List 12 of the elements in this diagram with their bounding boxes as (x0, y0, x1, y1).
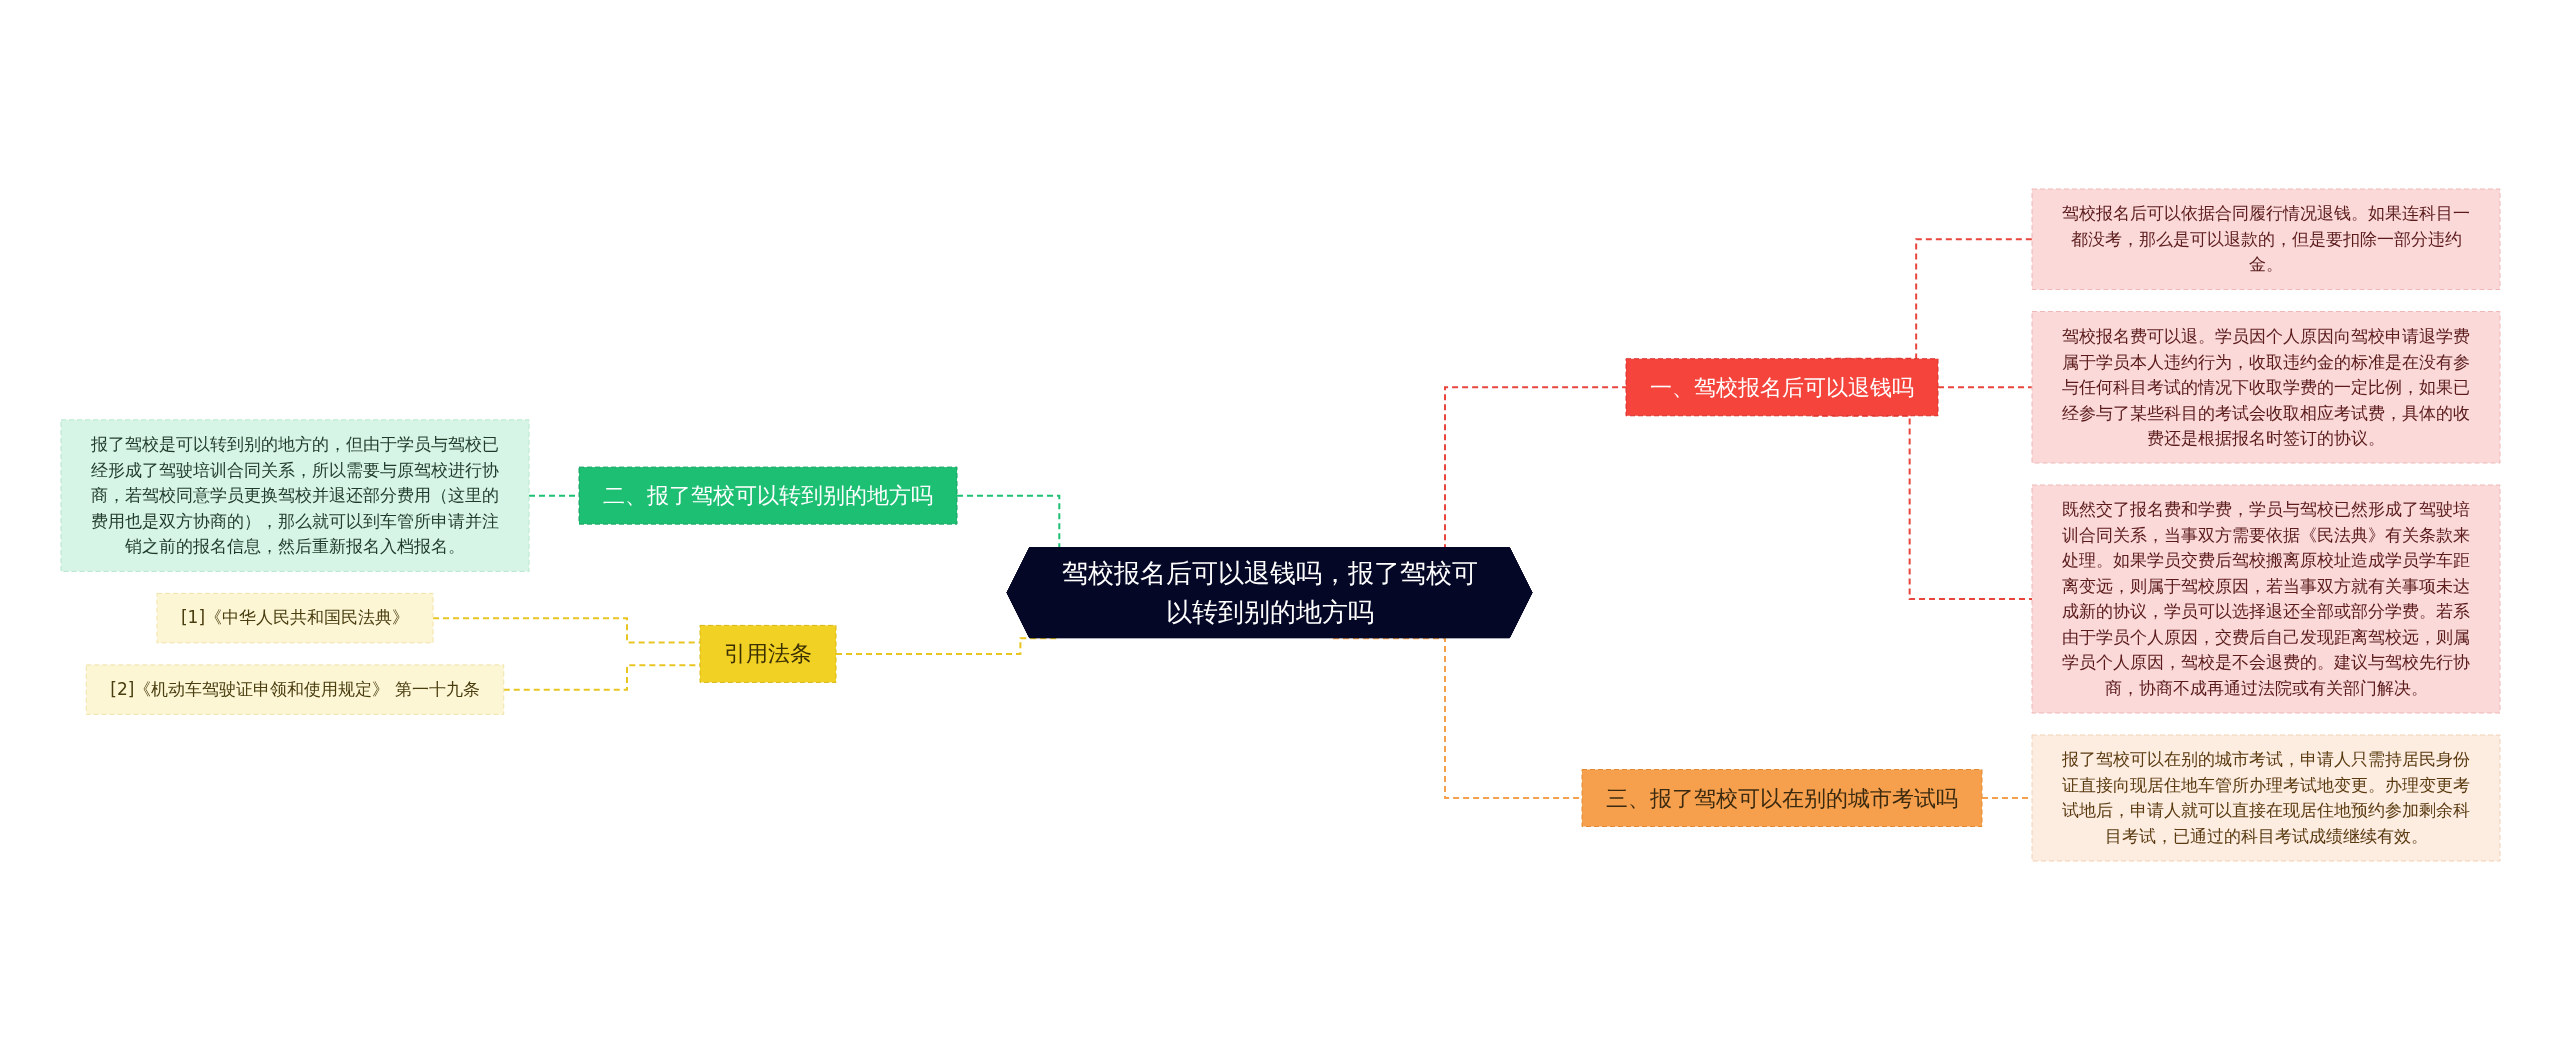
node-box: 驾校报名费可以退。学员因个人原因向驾校申请退学费属于学员本人违约行为，收取违约金的标准是在没有参与任何科目考试的情况下收取学费的一定比例，如果已经参与了某些科目的考试会收取相应考试费，具体的收费还是根据报名时签订的协议。 (2031, 311, 2500, 464)
node-box: 三、报了驾校可以在别的城市考试吗 (1581, 769, 1982, 827)
node-box: 报了驾校是可以转到别的地方的，但由于学员与驾校已经形成了驾驶培训合同关系，所以需要与原驾校进行协商，若驾校同意学员更换驾校并退还部分费用（这里的费用也是双方协商的），那么就可以到车管所申请并注销之前的报名信息，然后重新报名入档报名。 (60, 419, 529, 572)
node-box: [1]《中华人民共和国民法典》 (155, 592, 434, 644)
node-box: 驾校报名后可以依据合同履行情况退钱。如果连科目一都没考，那么是可以退款的，但是要扣除一部分违约金。 (2031, 188, 2500, 290)
node-box: 一、驾校报名后可以退钱吗 (1625, 358, 1938, 417)
node-box: [2]《机动车驾驶证申领和使用规定》 第一十九条 (85, 664, 504, 715)
node-box: 既然交了报名费和学费，学员与驾校已然形成了驾驶培训合同关系，当事双方需要依据《民法典》有关条款来处理。如果学员交费后驾校搬离原校址造成学员学车距离变远，则属于驾校原因，若当事双方就有关事项未达成新的协议，学员可以选择退还全部或部分学费。若系由于学员个人原因，交费后自己发现距离驾校远，则属学员个人原因，驾校是不会退费的。建议与驾校先行协商，协商不成再通过法院或有关部门解决。 (2031, 484, 2500, 714)
node-box: 报了驾校可以在别的城市考试，申请人只需持居民身份证直接向现居住地车管所办理考试地变更。办理变更考试地后，申请人就可以直接在现居住地预约参加剩余科目考试，已通过的科目考试成绩继续有效。 (2031, 734, 2500, 862)
connector (1936, 386, 2033, 389)
node-box: 引用法条 (699, 624, 836, 683)
node-box: 二、报了驾校可以转到别的地方吗 (578, 466, 957, 525)
